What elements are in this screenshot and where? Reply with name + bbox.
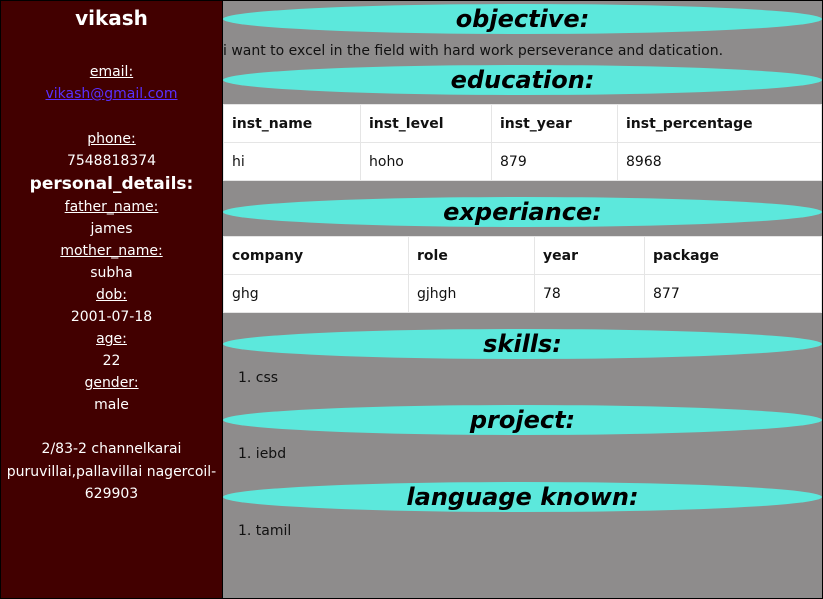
skills-heading: skills: [223, 329, 822, 359]
table-header: inst_name [223, 104, 361, 143]
table-cell: hi [223, 142, 361, 181]
objective-text: i want to excel in the field with hard w… [223, 43, 724, 59]
table-row: hi hoho 879 8968 [223, 142, 822, 181]
personal-details-heading: personal_details: [29, 174, 194, 194]
education-table: inst_name inst_level inst_year inst_perc… [223, 104, 822, 181]
main-content: objective: i want to excel in the field … [223, 1, 822, 598]
project-heading: project: [223, 405, 822, 435]
experience-table: company role year package ghg gjhgh 78 8… [223, 236, 822, 313]
table-row: ghg gjhgh 78 877 [223, 274, 822, 313]
father-name-label: father_name: [64, 199, 159, 215]
list-item: 1. css [238, 370, 279, 386]
table-header-row: inst_name inst_level inst_year inst_perc… [223, 104, 822, 143]
dob-value: 2001-07-18 [70, 309, 153, 325]
phone-label: phone: [87, 131, 136, 147]
mother-name-value: subha [90, 265, 133, 281]
age-value: 22 [102, 353, 121, 369]
table-cell: 8968 [617, 142, 822, 181]
table-header: inst_percentage [617, 104, 822, 143]
table-header: company [223, 236, 409, 275]
education-heading: education: [223, 65, 822, 95]
table-header-row: company role year package [223, 236, 822, 275]
table-cell: ghg [223, 274, 409, 313]
person-name: vikash [75, 6, 148, 30]
table-cell: 78 [534, 274, 645, 313]
table-cell: hoho [360, 142, 492, 181]
father-name-value: james [90, 221, 133, 237]
table-header: inst_year [491, 104, 618, 143]
sidebar: vikash email: vikash@gmail.com phone: 75… [1, 1, 223, 598]
table-header: inst_level [360, 104, 492, 143]
gender-label: gender: [84, 375, 139, 391]
table-header: package [644, 236, 822, 275]
table-cell: 877 [644, 274, 822, 313]
address-line: 2/83-2 channelkarai [41, 441, 182, 457]
table-cell: gjhgh [408, 274, 535, 313]
experience-heading: experiance: [223, 197, 822, 227]
address-line: puruvillai,pallavillai nagercoil- [6, 463, 217, 480]
list-item: 1. tamil [238, 523, 292, 539]
gender-value: male [94, 397, 129, 413]
table-header: year [534, 236, 645, 275]
address: 2/83-2 channelkarai puruvillai,pallavill… [1, 438, 222, 506]
mother-name-label: mother_name: [60, 243, 163, 259]
age-label: age: [96, 331, 127, 347]
email-label: email: [89, 64, 134, 80]
table-header: role [408, 236, 535, 275]
address-line: 629903 [84, 486, 139, 502]
table-cell: 879 [491, 142, 618, 181]
dob-label: dob: [95, 287, 128, 303]
phone-value: 7548818374 [66, 153, 157, 169]
language-known-heading: language known: [223, 482, 822, 512]
email-link[interactable]: vikash@gmail.com [45, 86, 178, 102]
list-item: 1. iebd [238, 446, 287, 462]
objective-heading: objective: [223, 4, 822, 34]
